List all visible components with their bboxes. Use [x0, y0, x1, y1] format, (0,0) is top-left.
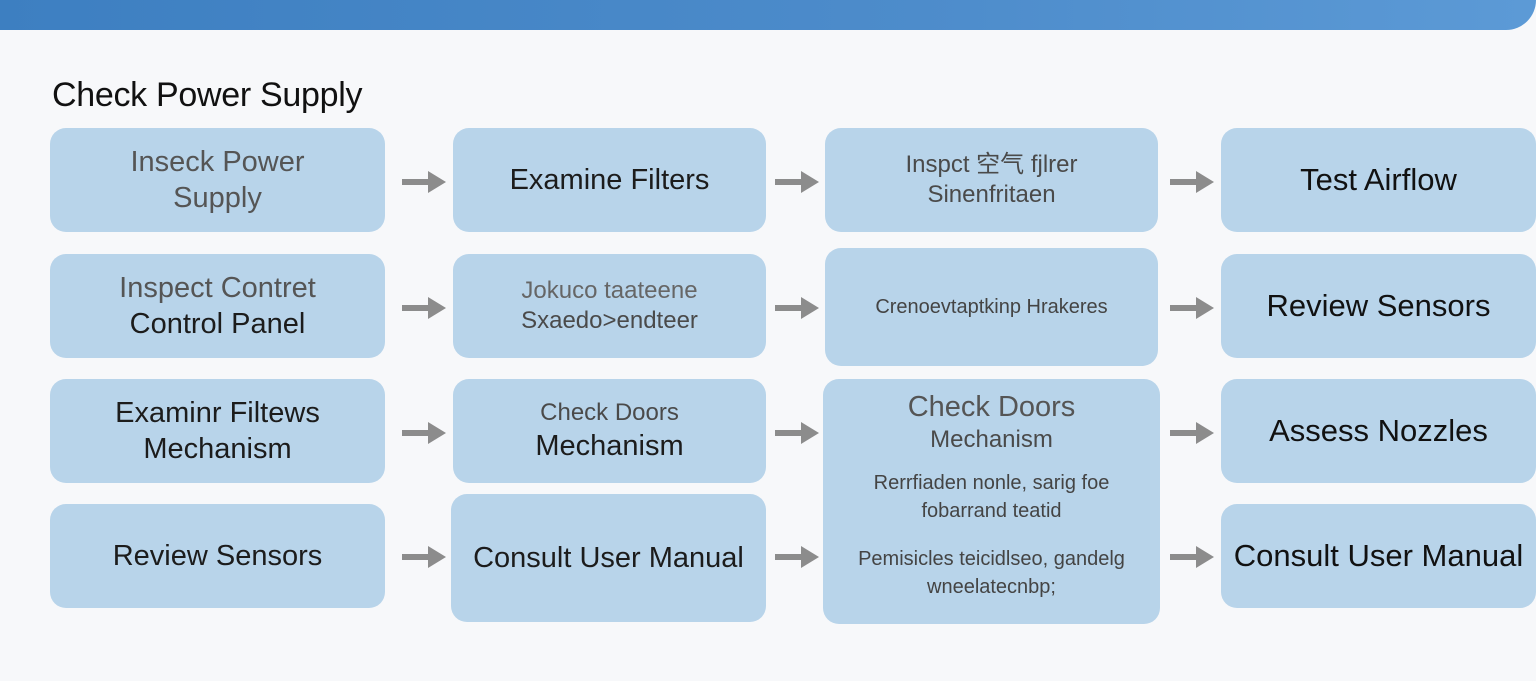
node-label: Sxaedo>endteer — [521, 307, 698, 334]
arrow-right-icon — [402, 546, 446, 568]
node-label: Consult User Manual — [473, 542, 744, 574]
node-label: Inseck Power — [130, 146, 305, 178]
arrow-right-icon — [775, 297, 819, 319]
top-banner — [0, 0, 1536, 30]
node-note: wneelatecnbp; — [927, 576, 1056, 598]
node-label: Examinr Filtews — [115, 397, 320, 429]
node-label: Supply — [173, 182, 262, 214]
node-note: fobarrand teatid — [921, 500, 1062, 522]
node-label: Assess Nozzles — [1269, 413, 1488, 448]
node-label: Check Doors — [907, 391, 1076, 423]
node-label: Review Sensors — [1266, 288, 1491, 323]
node-consult-user-manual-2: Consult User Manual — [1221, 504, 1536, 608]
arrow-right-icon — [1170, 297, 1214, 319]
node-label: Inspct 空气 fjlrer — [905, 151, 1078, 178]
node-examine-filters: Examine Filters — [453, 128, 766, 232]
arrow-right-icon — [775, 171, 819, 193]
node-label: Mechanism — [143, 433, 292, 465]
node-review-sensors: Review Sensors — [1221, 254, 1536, 358]
node-check-doors-mechanism: Check Doors Mechanism — [453, 379, 766, 483]
node-inspect-filter: Inspct 空气 fjlrer Sinenfritaen — [825, 128, 1158, 232]
arrow-right-icon — [1170, 171, 1214, 193]
node-note: Pemisicles teicidlseo, gandelg — [858, 548, 1125, 570]
node-garbled-step: Jokuco taateene Sxaedo>endteer — [453, 254, 766, 358]
node-label: Test Airflow — [1300, 162, 1457, 197]
arrow-right-icon — [402, 422, 446, 444]
node-label: Consult User Manual — [1233, 538, 1524, 573]
node-label: Review Sensors — [112, 540, 323, 572]
arrow-right-icon — [775, 422, 819, 444]
node-label: Crenoevtaptkinp Hrakeres — [875, 296, 1108, 318]
node-label: Sinenfritaen — [927, 181, 1056, 208]
node-check-doors-detail: Check Doors Mechanism Rerrfiaden nonle, … — [823, 379, 1160, 624]
node-label: Mechanism — [930, 426, 1053, 453]
node-inseck-power-supply: Inseck Power Supply — [50, 128, 385, 232]
node-test-airflow: Test Airflow — [1221, 128, 1536, 232]
node-inspect-control-panel: Inspect Contret Control Panel — [50, 254, 385, 358]
node-label: Check Doors — [540, 399, 679, 426]
arrow-right-icon — [1170, 546, 1214, 568]
arrow-right-icon — [775, 546, 819, 568]
node-consult-user-manual: Consult User Manual — [451, 494, 766, 622]
node-label: Jokuco taateene — [521, 277, 698, 304]
node-label: Examine Filters — [509, 164, 710, 196]
node-label: Mechanism — [535, 430, 684, 462]
node-examine-filters-mechanism: Examinr Filtews Mechanism — [50, 379, 385, 483]
node-label: Control Panel — [129, 308, 306, 340]
arrow-right-icon — [1170, 422, 1214, 444]
node-note: Rerrfiaden nonle, sarig foe — [873, 472, 1110, 494]
node-garbled-check: Crenoevtaptkinp Hrakeres — [825, 248, 1158, 366]
node-review-sensors-2: Review Sensors — [50, 504, 385, 608]
node-assess-nozzles: Assess Nozzles — [1221, 379, 1536, 483]
arrow-right-icon — [402, 171, 446, 193]
node-label: Inspect Contret — [119, 272, 316, 304]
arrow-right-icon — [402, 297, 446, 319]
diagram-title: Check Power Supply — [52, 76, 363, 114]
